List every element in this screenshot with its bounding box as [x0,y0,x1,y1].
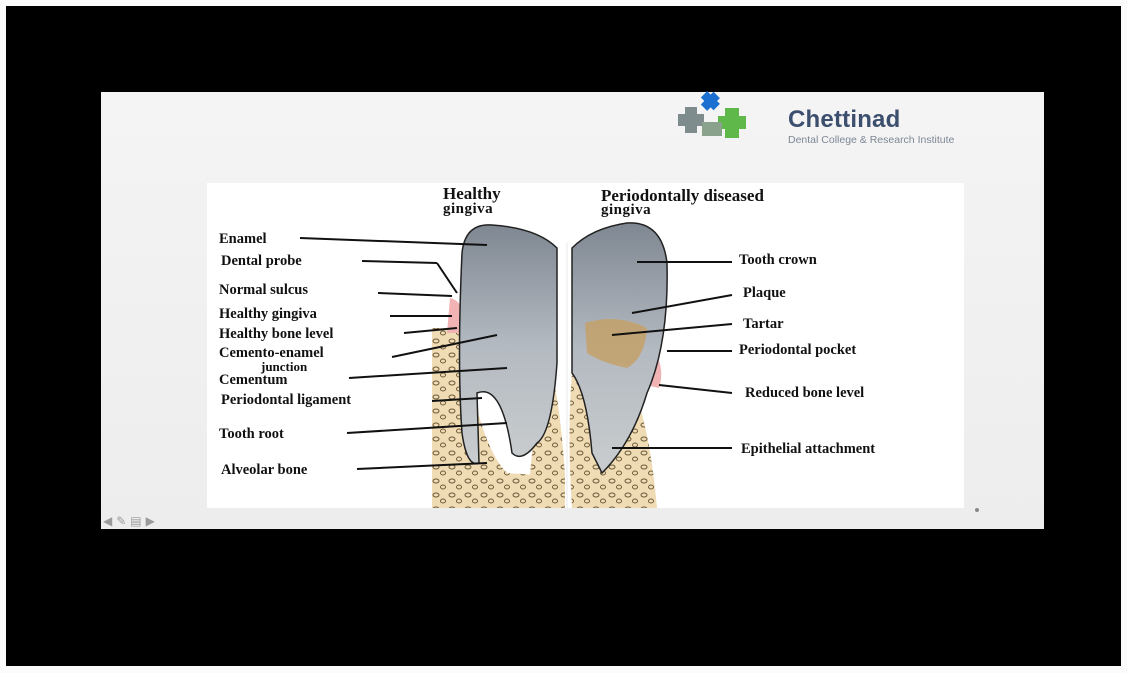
label-epithelial-attachment: Epithelial attachment [741,442,875,457]
slide-menu-icon[interactable]: ▤ [130,515,141,527]
healthy-tooth [460,225,558,464]
diseased-header-line2: gingiva [601,203,651,218]
label-tooth-crown: Tooth crown [739,253,817,268]
slide-indicator-dot [975,508,979,512]
label-periodontal-ligament: Periodontal ligament [221,393,351,408]
arrow-left-icon[interactable]: ◀ [103,515,112,527]
arrow-right-icon[interactable]: ▶ [146,515,155,527]
label-tooth-root: Tooth root [219,427,284,442]
healthy-header-line2: gingiva [443,202,493,217]
periodontal-diagram: Healthy gingiva Periodontally diseased g… [207,183,964,508]
label-enamel: Enamel [219,232,267,247]
slide-navigation: ◀ ✎ ▤ ▶ [103,514,155,528]
label-reduced-bone-level: Reduced bone level [745,386,864,401]
institute-logo: Chettinad Dental College & Research Inst… [676,90,1046,152]
logo-mark-icon [676,90,776,152]
label-plaque: Plaque [743,286,786,301]
logo-subtitle: Dental College & Research Institute [788,134,954,146]
label-periodontal-pocket: Periodontal pocket [739,343,856,358]
label-alveolar-bone: Alveolar bone [221,463,307,478]
label-healthy-gingiva: Healthy gingiva [219,307,317,322]
label-dental-probe: Dental probe [221,254,302,269]
logo-name: Chettinad [788,106,900,134]
label-cementum: Cementum [219,373,287,388]
label-normal-sulcus: Normal sulcus [219,283,308,298]
healthy-header-line1: Healthy [443,185,501,202]
label-tartar: Tartar [743,317,784,332]
label-healthy-bone-level: Healthy bone level [219,327,333,342]
pen-icon[interactable]: ✎ [116,515,126,527]
